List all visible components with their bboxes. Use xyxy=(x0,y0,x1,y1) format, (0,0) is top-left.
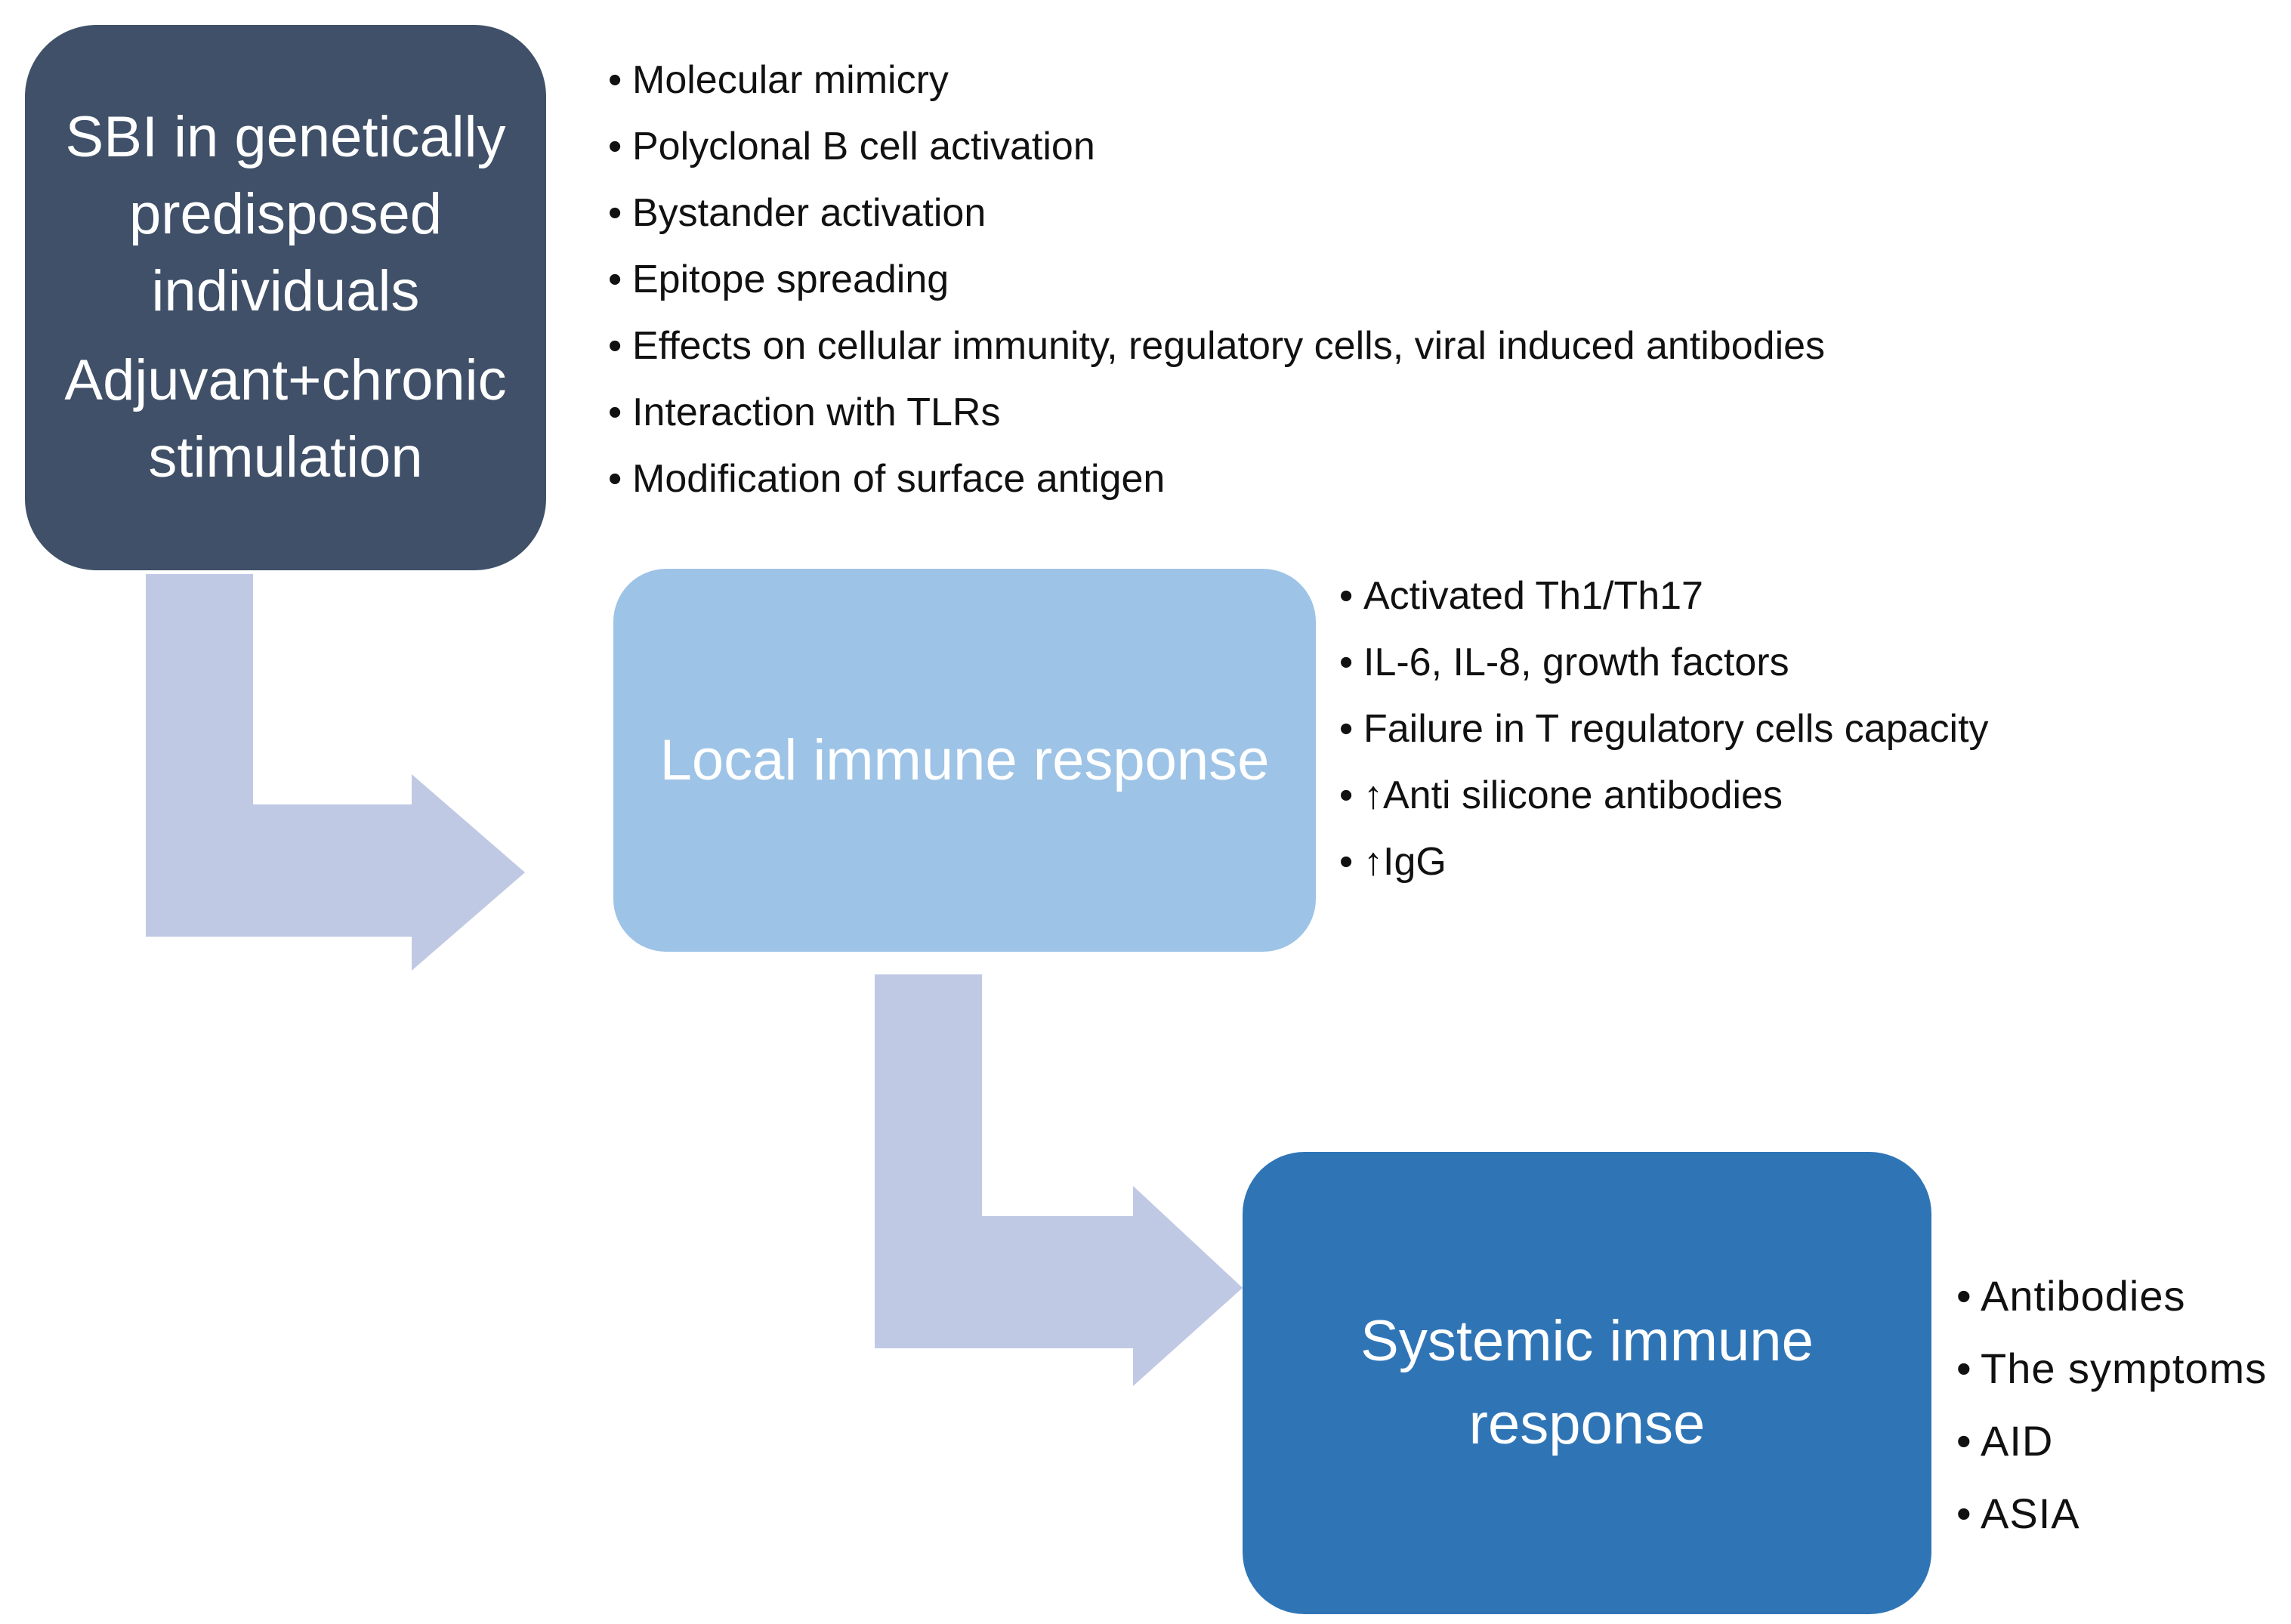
arrow-to-local-response xyxy=(146,574,525,971)
local-immune-response-box: Local immune response xyxy=(613,569,1316,952)
list-item: ↑Anti silicone antibodies xyxy=(1339,762,1989,829)
box-1-line-2: predisposed xyxy=(128,182,443,246)
list-item: Antibodies xyxy=(1956,1260,2267,1332)
arrow-to-systemic-response xyxy=(875,974,1243,1386)
box-1-line-5: stimulation xyxy=(148,425,423,489)
box-3-line-2: response xyxy=(1468,1392,1706,1456)
list-item: IL-6, IL-8, growth factors xyxy=(1339,629,1989,696)
list-item: Epitope spreading xyxy=(608,246,1825,313)
list-item: Modification of surface antigen xyxy=(608,446,1825,512)
list-item: Failure in T regulatory cells capacity xyxy=(1339,696,1989,762)
box-1-line-3: individuals xyxy=(151,259,420,323)
sbi-predisposition-box: SBI in genetically predisposed individua… xyxy=(25,25,546,570)
list-item: Interaction with TLRs xyxy=(608,379,1825,446)
list-item: ASIA xyxy=(1956,1477,2267,1550)
local-features-list: Activated Th1/Th17 IL-6, IL-8, growth fa… xyxy=(1339,563,1989,895)
list-item: Molecular mimicry xyxy=(608,47,1825,113)
box-2-label: Local immune response xyxy=(659,727,1270,792)
box-1-line-4: Adjuvant+chronic xyxy=(64,348,507,412)
box-3-line-1: Systemic immune xyxy=(1360,1309,1814,1373)
mechanisms-list: Molecular mimicry Polyclonal B cell acti… xyxy=(608,47,1825,512)
list-item: ↑IgG xyxy=(1339,829,1989,895)
box-1-line-1: SBI in genetically xyxy=(65,105,506,169)
list-item: Effects on cellular immunity, regulatory… xyxy=(608,313,1825,379)
list-item: AID xyxy=(1956,1405,2267,1477)
list-item: The symptoms xyxy=(1956,1332,2267,1405)
list-item: Polyclonal B cell activation xyxy=(608,113,1825,180)
systemic-features-list: Antibodies The symptoms AID ASIA xyxy=(1956,1260,2267,1550)
list-item: Bystander activation xyxy=(608,180,1825,246)
systemic-immune-response-box: Systemic immune response xyxy=(1243,1152,1931,1614)
list-item: Activated Th1/Th17 xyxy=(1339,563,1989,629)
